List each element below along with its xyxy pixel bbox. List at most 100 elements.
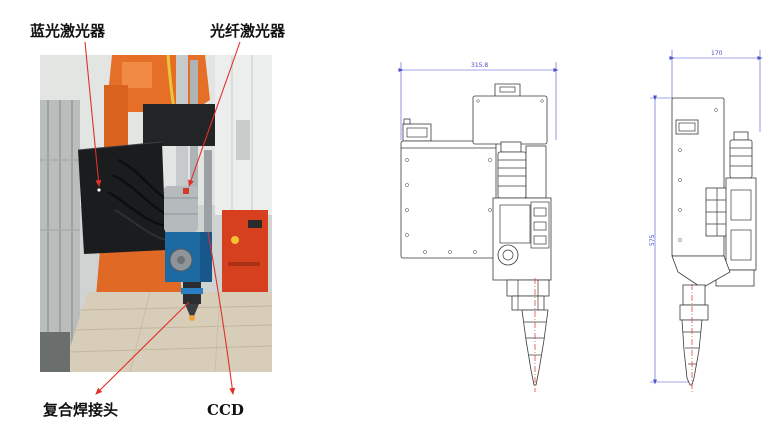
table-texture <box>214 291 221 372</box>
blue-laser-plate <box>78 142 166 254</box>
head-plate <box>679 304 709 321</box>
collimator-knob <box>733 131 749 141</box>
side-square <box>533 207 547 217</box>
emergency-button <box>231 236 239 244</box>
ccd-camera <box>204 150 212 235</box>
machine-cable-bundle <box>236 120 250 160</box>
screw <box>405 208 409 212</box>
head-block-side <box>530 201 550 249</box>
plate-marker <box>97 188 101 192</box>
electronics-box-drawing <box>472 83 548 145</box>
robot-lower-arm <box>104 85 128 155</box>
head-block-dial <box>497 244 519 266</box>
front-view-drawing: 315.8 <box>398 62 559 392</box>
side-nozzle-assembly-drawing <box>671 255 731 392</box>
screw <box>488 208 492 212</box>
blue-laser-module-drawing <box>400 140 497 259</box>
fiber-laser-arrow <box>188 41 241 187</box>
collimator-knob <box>500 141 522 153</box>
ccd-arrow <box>207 231 236 395</box>
red-tag <box>183 188 189 194</box>
blue-laser-arrow <box>84 41 102 187</box>
screw <box>678 178 682 182</box>
bracket-port <box>678 122 696 132</box>
column-panel <box>730 229 752 261</box>
head-block-panel <box>499 204 531 244</box>
dial-center <box>177 256 185 264</box>
side-body-drawing <box>671 97 729 257</box>
screw <box>405 158 409 162</box>
side-view-drawing: 170 575 <box>649 50 763 392</box>
connector-cap <box>403 118 411 125</box>
box-outline <box>472 95 548 145</box>
side-square <box>533 235 547 245</box>
cables <box>107 158 169 241</box>
screw <box>540 99 544 103</box>
cabinet-vent <box>228 262 260 266</box>
slanted-adapter <box>671 255 731 289</box>
hybrid-welding-head-arrow <box>95 301 190 395</box>
dial-inner <box>502 249 514 261</box>
screw <box>473 250 477 254</box>
side-bracket <box>525 145 547 199</box>
robot-base <box>96 250 182 296</box>
screw <box>448 250 452 254</box>
screw <box>714 108 718 112</box>
nozzle-ring <box>181 288 203 294</box>
blue-laser-label: 蓝光激光器 <box>30 22 106 40</box>
blue-laser-module <box>77 141 166 254</box>
table-texture <box>67 345 272 353</box>
side-width-dimension: 170 <box>711 50 723 57</box>
head-flange <box>682 284 706 306</box>
cable <box>117 158 169 202</box>
side-bracket <box>675 119 699 135</box>
screw <box>488 158 492 162</box>
collimator-cylinder <box>164 186 198 232</box>
cable <box>114 209 167 241</box>
table-texture <box>79 305 272 311</box>
hybrid-welding-head <box>165 232 212 321</box>
nozzle-tip <box>185 304 199 316</box>
control-module <box>143 104 215 146</box>
blue-block-side <box>200 232 212 282</box>
handle-plate <box>499 86 516 93</box>
fiber-laser-head <box>164 186 198 232</box>
cabinet-label <box>248 220 262 228</box>
head-block-outline <box>492 197 552 281</box>
collimator-body <box>729 139 753 179</box>
connector <box>402 118 432 142</box>
nozzle-assembly-drawing <box>506 278 550 392</box>
equipment-photo <box>40 55 272 372</box>
lower-flange <box>506 279 550 297</box>
fiber-laser-label: 光纤激光器 <box>209 22 286 40</box>
collimator-body <box>497 151 527 199</box>
screw <box>678 148 682 152</box>
red-cabinet <box>222 210 268 292</box>
side-height-dimension: 575 <box>649 234 656 246</box>
table-top <box>62 292 272 372</box>
hybrid-welding-head-label: 复合焊接头 <box>42 401 118 419</box>
cable <box>107 190 167 228</box>
table-texture <box>73 324 272 331</box>
connector-port <box>406 127 428 138</box>
ccd-label: CCD <box>207 401 244 419</box>
lower-plate <box>511 295 545 311</box>
column-panel <box>730 189 752 221</box>
front-width-dimension: 315.8 <box>471 62 488 69</box>
weld-glow <box>189 315 195 321</box>
side-column <box>725 177 757 271</box>
left-shelving <box>40 100 80 350</box>
screw <box>405 233 409 237</box>
plate-edge <box>77 141 163 151</box>
floor-shadow <box>40 332 70 372</box>
cable <box>111 173 167 216</box>
worktable <box>62 291 272 372</box>
screw <box>476 99 480 103</box>
right-machine <box>215 55 272 215</box>
head-block-drawing <box>492 197 552 281</box>
screw <box>678 238 682 242</box>
side-square <box>533 221 547 231</box>
module-outline <box>400 140 497 259</box>
screw <box>678 208 682 212</box>
